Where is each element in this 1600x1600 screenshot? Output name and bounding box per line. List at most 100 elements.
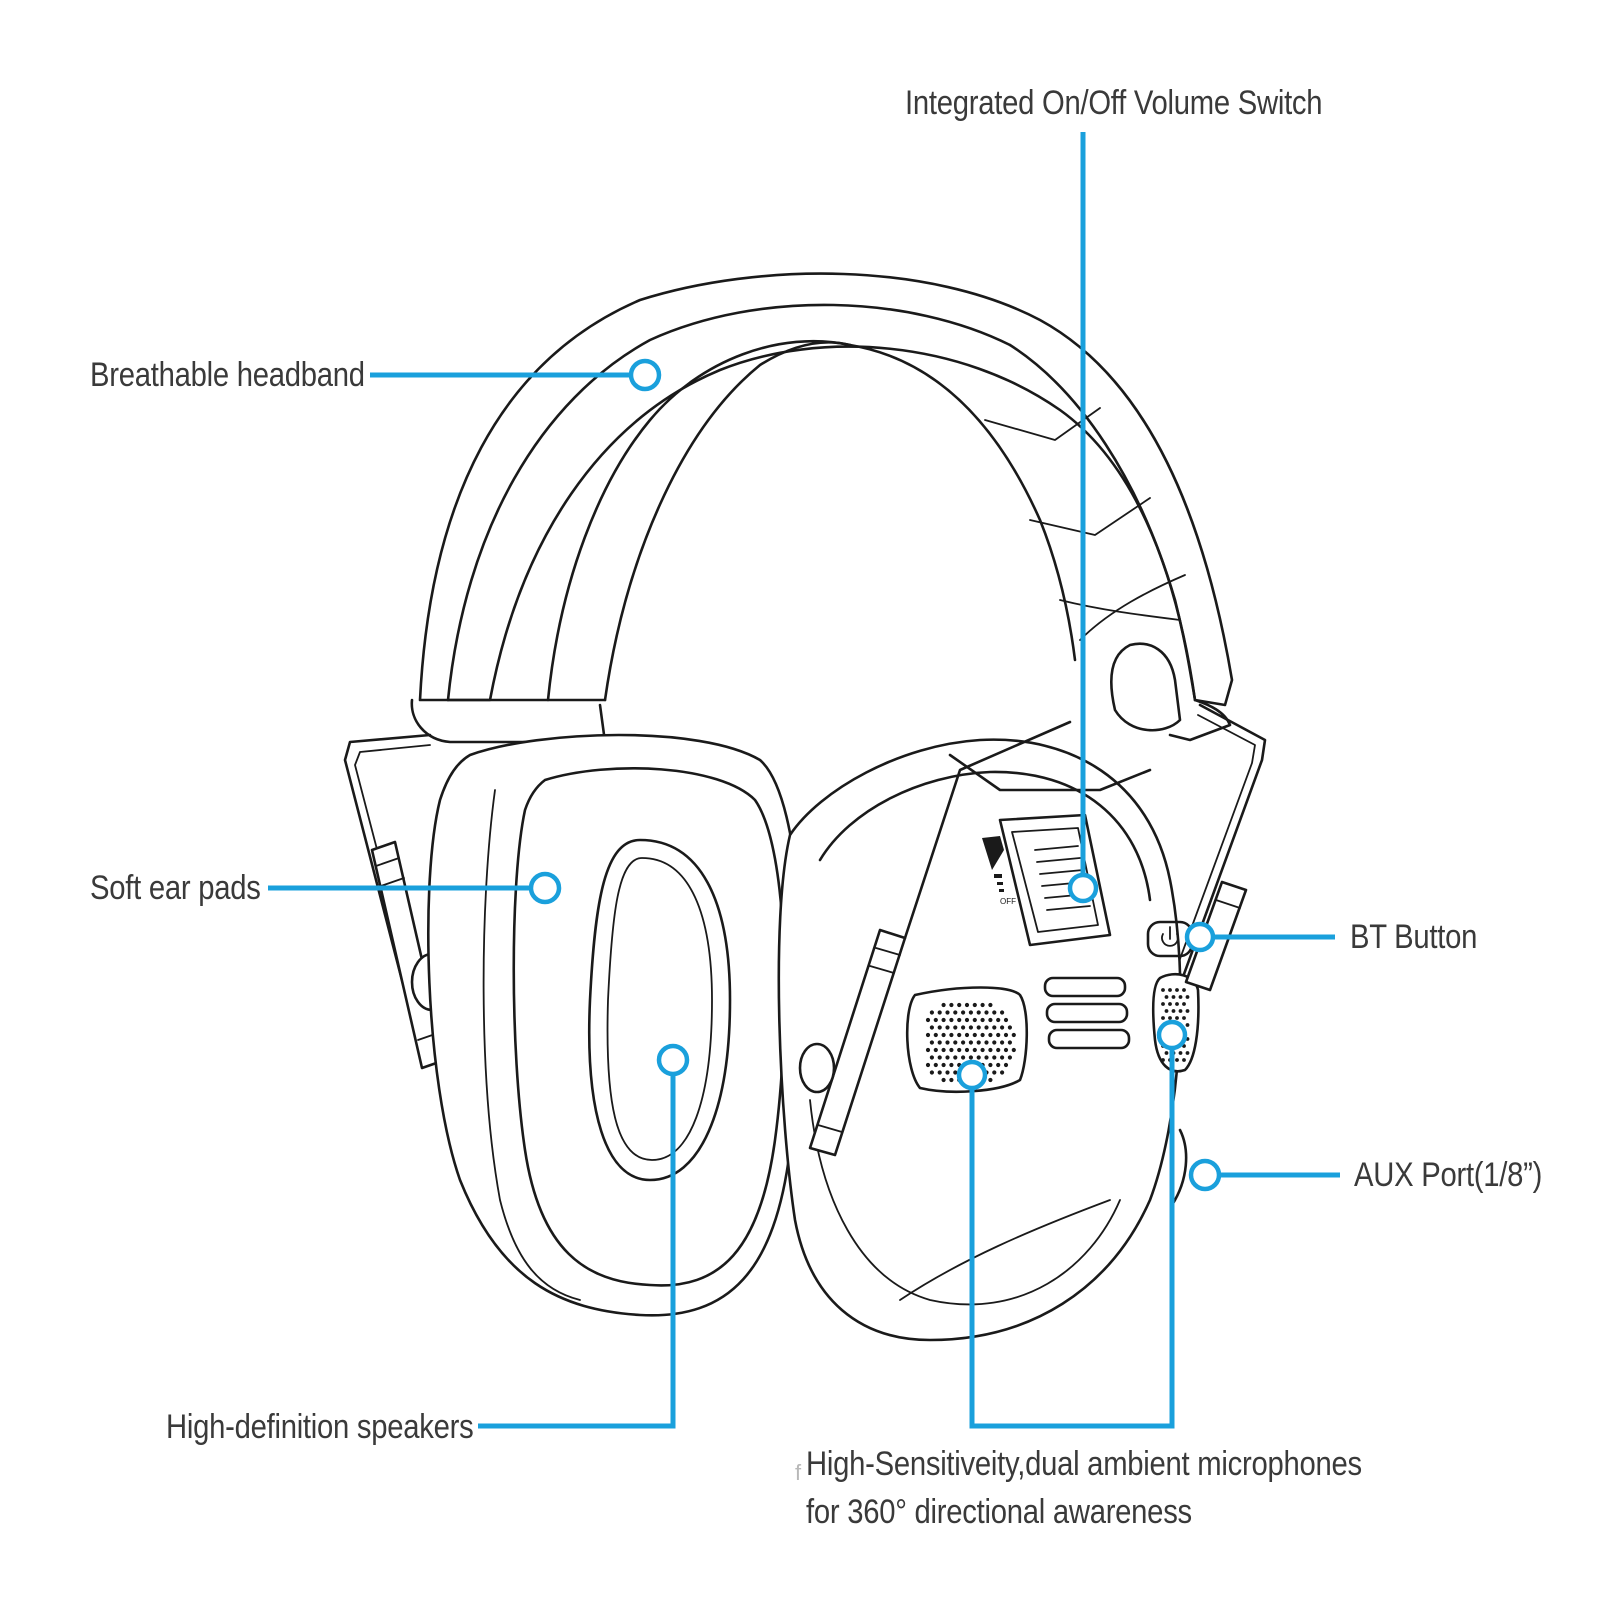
mic-grille-dot bbox=[996, 1047, 1001, 1053]
mic-grille-dot bbox=[929, 1070, 935, 1075]
mic-grille-dot bbox=[953, 1070, 958, 1075]
label-microphones-line2: for 360° directional awareness bbox=[806, 1493, 1192, 1531]
vent-slot-3 bbox=[1047, 1028, 1131, 1050]
mic-grille-dot bbox=[976, 1025, 981, 1030]
mic-grille-dot bbox=[984, 1025, 989, 1030]
mic-grille-dot bbox=[1003, 1017, 1009, 1023]
mic-grille-dot bbox=[972, 1047, 977, 1053]
mic-grille-dot bbox=[996, 1017, 1001, 1023]
left-hinge-ring-1 bbox=[375, 857, 400, 867]
headband-chevron-4 bbox=[1079, 574, 1186, 641]
mic-grille-dot bbox=[941, 1047, 946, 1053]
mic-grille-dot bbox=[949, 1002, 954, 1008]
mic-grille-dot bbox=[1175, 1016, 1179, 1020]
mic-grille-dot bbox=[992, 1010, 997, 1015]
right-wire-frame-inner bbox=[1151, 714, 1256, 1036]
mic-grille-dot bbox=[988, 1062, 993, 1068]
vent-slot-1 bbox=[1043, 976, 1127, 998]
marker-mic-right bbox=[1156, 1019, 1188, 1051]
mic-grille-dot bbox=[1000, 1070, 1005, 1075]
mic-grille-dot bbox=[1185, 1023, 1190, 1027]
mic-grille-dot bbox=[1161, 1002, 1165, 1006]
mic-grille-dot bbox=[941, 1017, 946, 1023]
mic-grille-dot bbox=[1000, 1010, 1005, 1015]
label-aux-port: AUX Port(1/8”) bbox=[1354, 1156, 1543, 1194]
mic-grille-dot bbox=[1011, 1032, 1016, 1038]
volume-wheel-ridge-1 bbox=[1034, 845, 1079, 851]
mic-grille-dot bbox=[1000, 1025, 1005, 1030]
mic-grille-dot bbox=[1161, 1016, 1165, 1020]
volume-scale-tick-1 bbox=[994, 874, 1002, 878]
mic-grille-dot bbox=[1168, 988, 1172, 992]
label-ear-pads: Soft ear pads bbox=[90, 869, 261, 907]
left-cup-cushion-seam bbox=[482, 789, 581, 1301]
mic-grille-dot bbox=[1182, 1058, 1186, 1062]
mic-grille-dot bbox=[1185, 1009, 1190, 1013]
volume-scale-wedge bbox=[982, 836, 1004, 870]
headband-inner-edge bbox=[446, 303, 1012, 702]
mic-grille-dot bbox=[945, 1025, 950, 1030]
right-cup-ridge bbox=[948, 753, 1152, 792]
mic-grille-dot bbox=[976, 1010, 981, 1015]
mic-grille-dot bbox=[949, 1062, 954, 1068]
mic-grille-dot bbox=[992, 1070, 997, 1075]
mic-grille-dot bbox=[937, 1070, 942, 1075]
mic-grille-dot bbox=[941, 1002, 946, 1008]
mic-grille-dot bbox=[949, 1032, 954, 1038]
mic-grille-dot bbox=[949, 1017, 954, 1023]
mic-grille-dot bbox=[964, 1047, 970, 1053]
mic-grille-dot bbox=[941, 1032, 946, 1038]
mic-grille-dot bbox=[933, 1017, 938, 1023]
mic-grille-dot bbox=[968, 1055, 974, 1060]
mic-grille-dot bbox=[945, 1070, 950, 1075]
volume-wheel-ridge-2 bbox=[1036, 857, 1081, 863]
mic-grille-dot bbox=[945, 1010, 950, 1015]
mic-grille-dot bbox=[1185, 995, 1190, 999]
mic-grille-dot bbox=[953, 1010, 958, 1015]
mic-grille-dot bbox=[964, 1032, 970, 1038]
mic-grille-dot bbox=[980, 1047, 985, 1053]
mic-grille-dot bbox=[953, 1025, 958, 1030]
label-speakers: High-definition speakers bbox=[166, 1408, 474, 1446]
mic-grille-dot bbox=[961, 1010, 966, 1015]
headband-underside bbox=[546, 339, 852, 702]
label-microphones: High-Sensitiveity,dual ambient microphon… bbox=[806, 1440, 1362, 1536]
mic-grille-dot bbox=[972, 1002, 977, 1008]
right-cup-inner-contour bbox=[818, 770, 1152, 902]
mic-grille-dot bbox=[937, 1025, 942, 1030]
mic-grille-dot bbox=[937, 1010, 942, 1015]
marker-speakers bbox=[656, 1043, 690, 1077]
mic-grille-dot bbox=[1003, 1062, 1009, 1068]
mic-grille-dot bbox=[929, 1025, 935, 1030]
mic-grille-dot bbox=[1182, 1016, 1186, 1020]
right-hinge-ring-2 bbox=[869, 965, 895, 974]
volume-scale-tick-2 bbox=[997, 882, 1003, 885]
mic-grille-dot bbox=[929, 1055, 935, 1060]
mic-grille-dot bbox=[933, 1047, 938, 1053]
headband-chevron-3 bbox=[1059, 599, 1181, 621]
marker-aux-port bbox=[1188, 1158, 1222, 1192]
mic-grille-dot bbox=[980, 1017, 985, 1023]
headband-cap-right bbox=[1168, 698, 1232, 742]
mic-grille-dot bbox=[933, 1062, 938, 1068]
mic-grille-dot bbox=[1178, 1051, 1183, 1055]
mic-grille-dot bbox=[953, 1055, 958, 1060]
left-ear-opening-inner bbox=[606, 857, 713, 1161]
mic-grille-dot bbox=[961, 1040, 966, 1045]
mic-grille-dot bbox=[1007, 1025, 1013, 1030]
mic-grille-dot bbox=[1161, 988, 1165, 992]
headband-inner-padding bbox=[603, 341, 852, 702]
mic-grille-dot bbox=[996, 1032, 1001, 1038]
mic-grille-dot bbox=[1182, 1002, 1186, 1006]
mic-grille-dot bbox=[1164, 995, 1169, 999]
label-volume-switch: Integrated On/Off Volume Switch bbox=[905, 84, 1323, 122]
mic-grille-dot bbox=[988, 1032, 993, 1038]
left-hinge-ring-2 bbox=[380, 877, 405, 887]
right-hinge-ring-3 bbox=[817, 1124, 843, 1133]
label-bt-button: BT Button bbox=[1350, 918, 1478, 956]
mic-grille-dot bbox=[945, 1055, 950, 1060]
mic-grille-dot bbox=[945, 1040, 950, 1045]
right-cup-lower-contour bbox=[809, 1099, 1121, 1306]
mic-grille-dot bbox=[925, 1032, 931, 1038]
